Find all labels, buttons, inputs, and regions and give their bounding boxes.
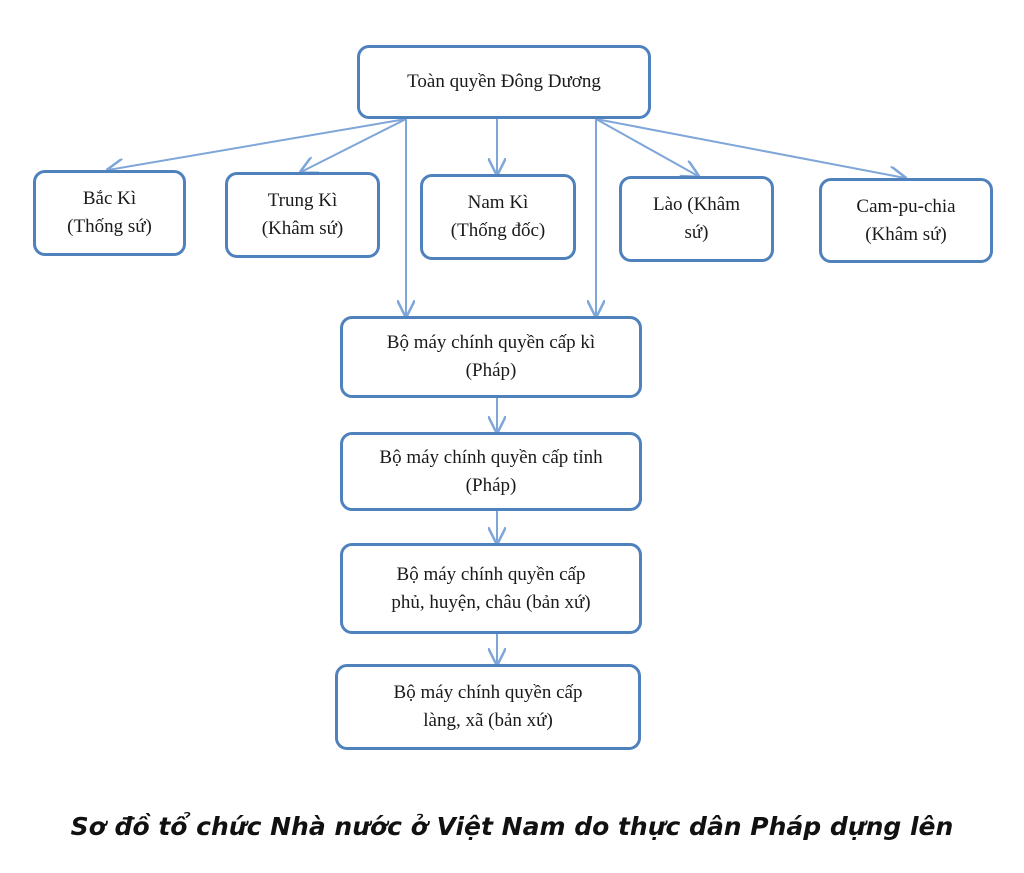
node-bac-ki: Bắc Kì (Thống sứ) [33, 170, 186, 256]
node-cap-lang-xa: Bộ máy chính quyền cấp làng, xã (bản xứ) [335, 664, 641, 750]
edge-root-trung-ki [301, 118, 407, 172]
diagram-caption: Sơ đồ tổ chức Nhà nước ở Việt Nam do thự… [70, 812, 954, 841]
node-cap-phu-huyen-chau: Bộ máy chính quyền cấp phủ, huyện, châu … [340, 543, 642, 634]
node-lao: Lào (Khâm sứ) [619, 176, 774, 262]
node-trung-ki: Trung Kì (Khâm sứ) [225, 172, 380, 258]
node-toan-quyen-dong-duong: Toàn quyền Đông Dương [357, 45, 651, 119]
node-cap-ki: Bộ máy chính quyền cấp kì (Pháp) [340, 316, 642, 398]
node-cap-tinh: Bộ máy chính quyền cấp tỉnh (Pháp) [340, 432, 642, 511]
edge-root-lao [595, 118, 698, 176]
node-nam-ki: Nam Kì (Thống đốc) [420, 174, 576, 260]
node-cam-pu-chia: Cam-pu-chia (Khâm sứ) [819, 178, 993, 263]
edge-root-campuchia [595, 118, 905, 178]
edge-root-bac-ki [108, 118, 407, 170]
